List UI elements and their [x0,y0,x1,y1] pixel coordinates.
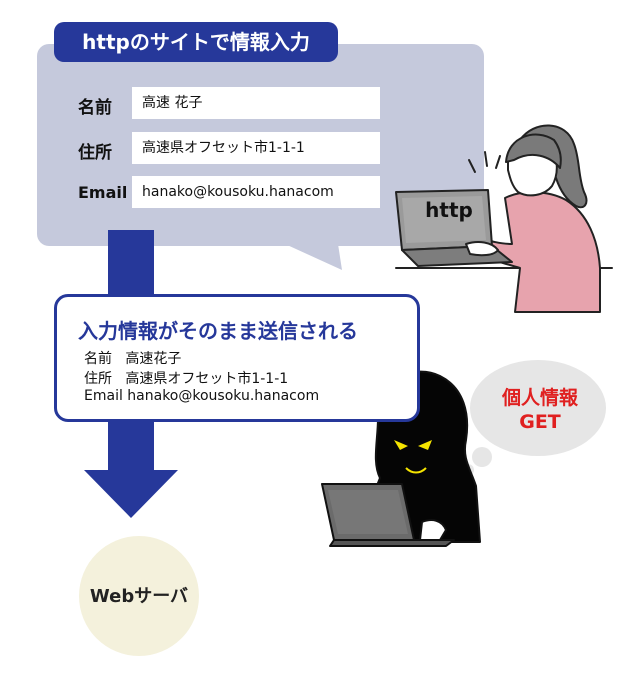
sent-data-email-line: Email hanako@kousoku.hanacom [84,388,320,404]
form-panel-title: httpのサイトで情報入力 [54,22,338,62]
email-label: Email [78,183,128,202]
hacker-thought-line2: GET [519,411,561,433]
sent-data-box [54,294,420,422]
address-label: 住所 [78,143,112,163]
flow-arrow [84,230,178,518]
name-label: 名前 [78,98,112,118]
web-server-circle [79,536,199,656]
user-illustration [395,124,613,313]
hacker-thought-text: 個人情報 GET [480,386,600,434]
sent-data-name-line: 名前 高速花子 [84,351,182,367]
address-field[interactable]: 高速県オフセット市1-1-1 [132,132,380,164]
sent-data-address-line: 住所 高速県オフセット市1-1-1 [84,371,289,387]
web-server-label: Webサーバ [89,586,189,607]
laptop-http-label: http [425,198,473,222]
name-field[interactable]: 高速 花子 [132,87,380,119]
sent-data-title: 入力情報がそのまま送信される [78,319,358,343]
hacker-illustration [321,370,481,547]
hacker-thought-line1: 個人情報 [501,387,578,409]
email-field[interactable]: hanako@kousoku.hanacom [132,176,380,208]
